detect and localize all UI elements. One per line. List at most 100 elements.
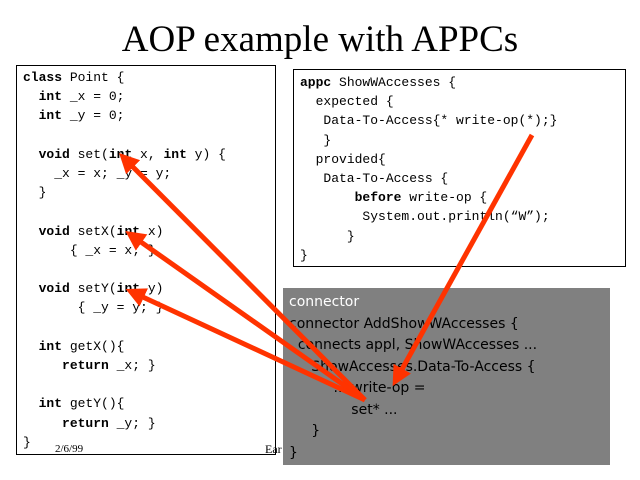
code-text — [23, 166, 54, 181]
code-text — [23, 243, 70, 258]
code-text: Data-To-Access { — [323, 171, 449, 187]
code-keyword: int — [116, 281, 141, 297]
code-keyword: void — [38, 223, 70, 239]
class-point-line: } — [23, 433, 226, 452]
code-text — [300, 229, 347, 244]
code-text: ShowWAccesses { — [331, 75, 457, 90]
slide-title: AOP example with APPCs — [121, 19, 519, 60]
appc-line: expected { — [300, 92, 557, 111]
class-point-line: return _x; } — [23, 356, 226, 375]
class-point-line: int _x = 0; — [23, 87, 226, 106]
code-text — [23, 416, 62, 431]
code-text — [23, 300, 78, 315]
class-point-line: class Point { — [23, 68, 226, 87]
class-point-line: { _x = x; } — [23, 241, 226, 260]
code-text: } — [38, 185, 47, 201]
appc-code-box: appc ShowWAccesses { expected { Data-To-… — [293, 69, 626, 267]
code-keyword: return — [62, 415, 109, 431]
code-text — [23, 358, 62, 373]
appc-line: before write-op { — [300, 188, 557, 207]
code-text — [300, 94, 316, 109]
code-text: Data-To-Access{* write-op(*);} — [323, 113, 558, 129]
code-text: getX(){ — [62, 338, 125, 354]
class-point-line — [23, 202, 226, 221]
class-point-code-box: class Point { int _x = 0; int _y = 0; vo… — [16, 65, 276, 455]
code-text — [300, 152, 316, 167]
appc-line: } — [300, 227, 557, 246]
code-text — [300, 209, 362, 224]
code-text — [300, 133, 323, 148]
class-point-line — [23, 260, 226, 279]
code-keyword: int — [38, 108, 63, 124]
appc-code: appc ShowWAccesses { expected { Data-To-… — [300, 73, 557, 265]
class-point-code: class Point { int _x = 0; int _y = 0; vo… — [23, 68, 226, 452]
class-point-line — [23, 375, 226, 394]
code-text: Point { — [62, 70, 125, 85]
code-text: _x; } — [108, 358, 156, 374]
code-keyword: void — [38, 281, 70, 297]
code-text — [23, 185, 39, 200]
connector-heading: connector — [289, 294, 360, 310]
connector-lines: connector AddShowWAccesses { connects ap… — [289, 315, 538, 461]
appc-line: } — [300, 131, 557, 150]
code-keyword: class — [23, 70, 63, 85]
code-keyword: int — [38, 396, 63, 412]
code-keyword: void — [38, 146, 70, 162]
code-text — [300, 113, 323, 128]
code-text: y) — [140, 281, 164, 297]
class-point-line: _x = x; _y = y; — [23, 164, 226, 183]
code-keyword: int — [108, 146, 133, 162]
code-text: } — [323, 132, 332, 148]
code-text — [300, 171, 323, 186]
footer-date: 2/6/99 — [55, 443, 84, 455]
code-text — [23, 339, 39, 354]
code-text — [23, 396, 39, 411]
code-text: System.out.println(“W”); — [362, 209, 550, 225]
code-text: provided{ — [315, 151, 386, 167]
code-keyword: int — [38, 338, 63, 354]
code-text: _x = x; _y = y; — [54, 166, 172, 182]
code-text: _y = 0; — [62, 108, 125, 124]
appc-line: Data-To-Access{* write-op(*);} — [300, 111, 557, 130]
class-point-line: void set(int x, int y) { — [23, 145, 226, 164]
class-point-line: int getX(){ — [23, 337, 226, 356]
code-keyword: return — [62, 358, 109, 374]
code-text — [23, 224, 39, 239]
class-point-line: return _y; } — [23, 414, 226, 433]
code-text — [23, 89, 39, 104]
code-text: y) { — [186, 146, 226, 162]
appc-line: provided{ — [300, 150, 557, 169]
code-text — [23, 147, 39, 162]
code-text: x, — [132, 146, 164, 162]
appc-line: System.out.println(“W”); — [300, 207, 557, 226]
class-point-line: void setX(int x) — [23, 222, 226, 241]
code-text: setY( — [69, 281, 117, 297]
code-keyword: int — [116, 223, 141, 239]
code-text: { _y = y; } — [77, 300, 164, 316]
code-text: } — [346, 228, 355, 244]
class-point-line: { _y = y; } — [23, 298, 226, 317]
code-text: } — [300, 247, 308, 263]
class-point-line: } — [23, 183, 226, 202]
class-point-line: void setY(int y) — [23, 279, 226, 298]
code-text — [300, 190, 355, 205]
code-text: getY(){ — [62, 396, 125, 412]
code-text — [23, 281, 39, 296]
code-keyword: int — [163, 146, 187, 162]
code-text: setX( — [69, 223, 117, 239]
code-keyword: appc — [300, 75, 332, 90]
code-text: write-op { — [401, 190, 488, 206]
code-text: set( — [69, 146, 109, 162]
code-text: _y; } — [108, 415, 156, 431]
code-text: x) — [140, 223, 164, 239]
code-text: _x = 0; — [62, 89, 125, 105]
connector-code: connector connector AddShowWAccesses { c… — [289, 292, 537, 464]
appc-line: appc ShowWAccesses { — [300, 73, 557, 92]
code-text: } — [23, 434, 31, 450]
code-keyword: int — [38, 89, 63, 105]
appc-line: Data-To-Access { — [300, 169, 557, 188]
code-keyword: before — [354, 190, 402, 206]
appc-line: } — [300, 246, 557, 265]
connector-box: connector connector AddShowWAccesses { c… — [283, 288, 610, 465]
class-point-line: int getY(){ — [23, 394, 226, 413]
